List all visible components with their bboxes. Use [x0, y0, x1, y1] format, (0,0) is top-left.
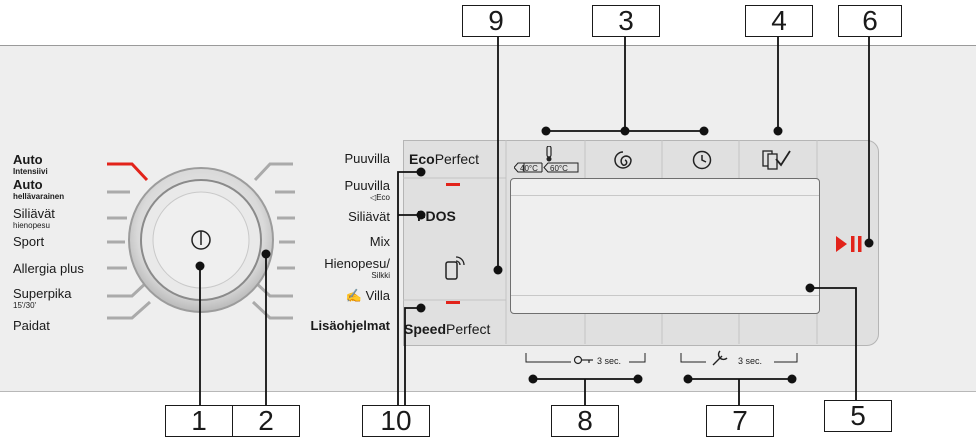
program-puuvilla: Puuvilla — [344, 151, 390, 166]
idos-button[interactable]: i-DOS — [417, 208, 456, 224]
program-siliavat: Siliävät — [348, 209, 390, 224]
temperature-button[interactable]: 40°C 60°C — [514, 146, 584, 176]
start-pause-icon[interactable] — [836, 235, 866, 253]
basic-settings-hint: 3 sec. — [680, 350, 798, 366]
display-screen — [510, 178, 820, 314]
program-allergia-plus: Allergia plus — [13, 261, 84, 276]
svg-text:3 sec.: 3 sec. — [738, 356, 762, 366]
wrench-icon — [712, 350, 728, 366]
callout-3: 3 — [592, 5, 660, 37]
program-paidat: Paidat — [13, 318, 50, 333]
svg-text:40°C: 40°C — [520, 164, 538, 173]
eco-tag-icon: ◁ — [370, 193, 377, 202]
remote-start-icon[interactable] — [444, 255, 466, 281]
program-sport: Sport — [13, 234, 45, 249]
callout-1: 1 — [165, 405, 233, 437]
callout-6: 6 — [838, 5, 902, 37]
program-villa: ✍ Villa — [345, 288, 390, 303]
program-siliavat-hienopesu: Siliävät hienopesu — [13, 206, 55, 231]
program-auto-intensiivi: Auto Intensiivi — [13, 152, 48, 177]
program-dial-graphics — [107, 162, 295, 320]
extra-options-icon[interactable] — [760, 147, 792, 171]
program-lisaohjelmat: Lisäohjelmat — [310, 318, 390, 333]
svg-text:3 sec.: 3 sec. — [597, 356, 621, 366]
child-lock-hint: 3 sec. — [525, 353, 646, 366]
callout-8: 8 — [551, 405, 619, 437]
spin-icon[interactable] — [612, 149, 634, 171]
callout-5: 5 — [824, 400, 892, 432]
callout-9: 9 — [462, 5, 530, 37]
program-auto-hellavarainen: Auto hellävarainen — [13, 177, 65, 202]
svg-text:60°C: 60°C — [550, 164, 568, 173]
speedperfect-button[interactable]: SpeedPerfect — [404, 321, 491, 337]
callout-10: 10 — [362, 405, 430, 437]
program-hienopesu-silkki: Hienopesu/ Silkki — [324, 256, 390, 281]
wool-hand-icon: ✍ — [345, 288, 363, 303]
program-mix: Mix — [369, 234, 390, 249]
callout-4: 4 — [745, 5, 813, 37]
program-superpika: Superpika 15'/30' — [13, 286, 72, 311]
ecoperfect-button[interactable]: EcoPerfect — [409, 151, 480, 167]
program-puuvilla-eco: Puuvilla ◁Eco — [344, 178, 390, 203]
ecoperfect-indicator — [446, 183, 460, 186]
key-icon — [573, 355, 593, 365]
callout-2: 2 — [232, 405, 300, 437]
speedperfect-indicator — [446, 301, 460, 304]
button-dividers — [403, 140, 818, 344]
program-knob[interactable] — [126, 165, 276, 315]
timer-icon[interactable] — [691, 149, 713, 171]
callout-7: 7 — [706, 405, 774, 437]
